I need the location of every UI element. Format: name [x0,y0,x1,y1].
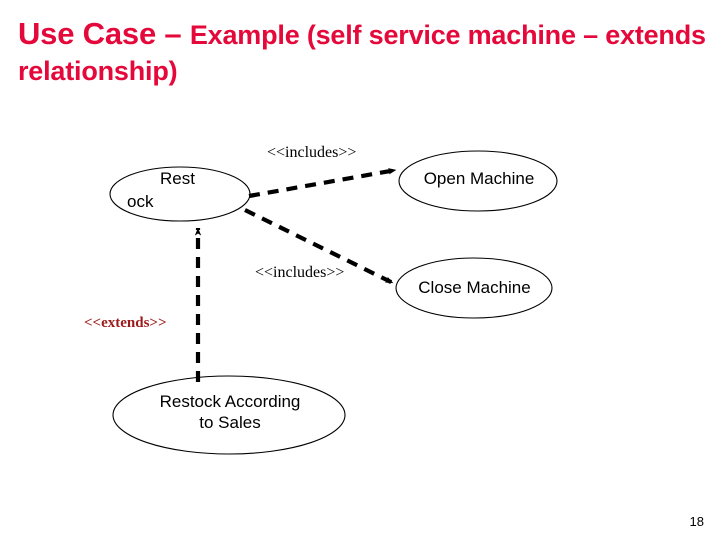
use-case-ellipse-restock[interactable] [109,166,251,222]
page-title-part-primary: Use Case – [18,16,190,51]
use-case-ellipse-open-machine[interactable] [398,150,558,212]
use-case-ellipse-close-machine[interactable] [395,257,553,319]
use-case-ellipse-restock-according-to-sales[interactable] [112,375,346,455]
connector-includes-open-machine[interactable] [248,167,397,199]
page-number: 18 [689,514,704,529]
page-title: Use Case – Example (self service machine… [18,16,708,89]
connector-includes-close-machine[interactable] [244,208,394,285]
page-title-part-secondary: Example (self service machine – extends … [18,20,706,86]
